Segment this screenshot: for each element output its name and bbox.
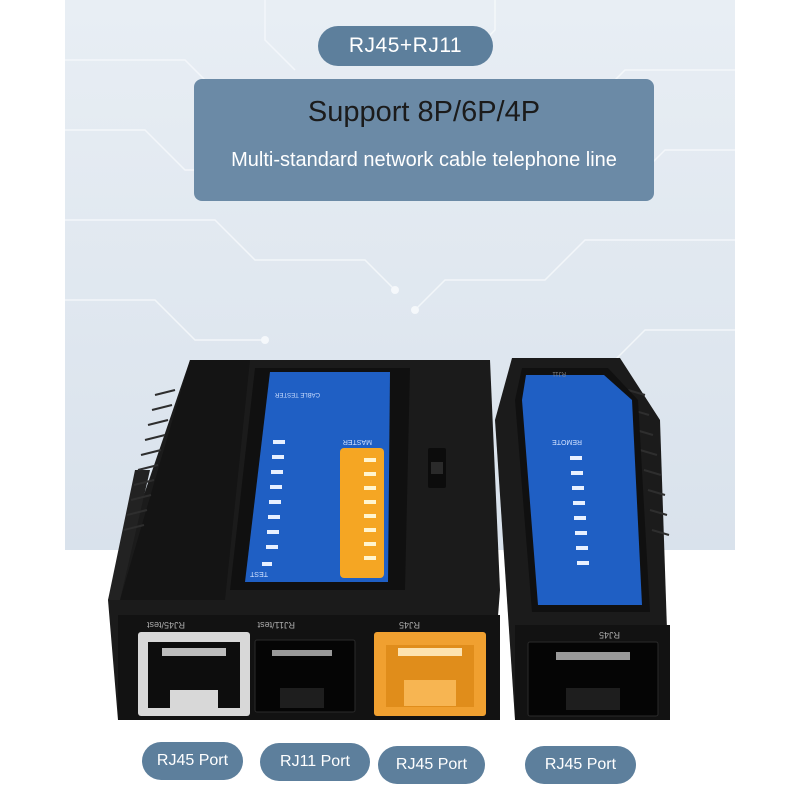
remote-led-column [570,456,589,565]
master-panel-title: MASTER [343,438,372,445]
master-led-column [262,440,285,566]
remote-port-name: RJ45 [599,630,620,640]
remote-rj45-port[interactable] [527,641,659,717]
banner-headline: Support 8P/6P/4P [307,96,541,128]
label-rj45-port-1: RJ45 Port [142,742,243,780]
remote-top-label: RJ11 [552,370,566,376]
label-rj45-port-3: RJ45 Port [525,746,636,784]
rj45-port-orange[interactable] [374,632,486,716]
remote-unit: REMOTE RJ11 RJ45 [495,358,670,720]
master-orange-led-column [364,458,376,560]
banner-subline: Multi-standard network cable telephone l… [231,149,617,171]
label-rj11-port: RJ11 Port [260,743,370,781]
rj45-test-port[interactable] [138,632,250,716]
feature-banner: Support 8P/6P/4P Multi-standard network … [194,79,654,201]
rj11-test-port[interactable] [254,639,356,713]
master-orange-strip [340,448,384,578]
remote-panel-title: REMOTE [552,438,582,445]
switch-knob[interactable] [431,462,443,474]
label-rj45-port-2: RJ45 Port [378,746,485,784]
port-name-rj45-test: RJ45/test [146,620,185,630]
master-test-label: TEST [249,570,268,577]
port-name-rj11-test: RJ11/test [257,620,295,630]
product-badge: RJ45+RJ11 [318,26,493,66]
master-label-header: CABLE TESTER [274,391,320,397]
port-name-rj45: RJ45 [399,620,420,630]
master-unit: CABLE TESTER MASTER TEST RJ45/test RJ11/… [108,360,500,720]
